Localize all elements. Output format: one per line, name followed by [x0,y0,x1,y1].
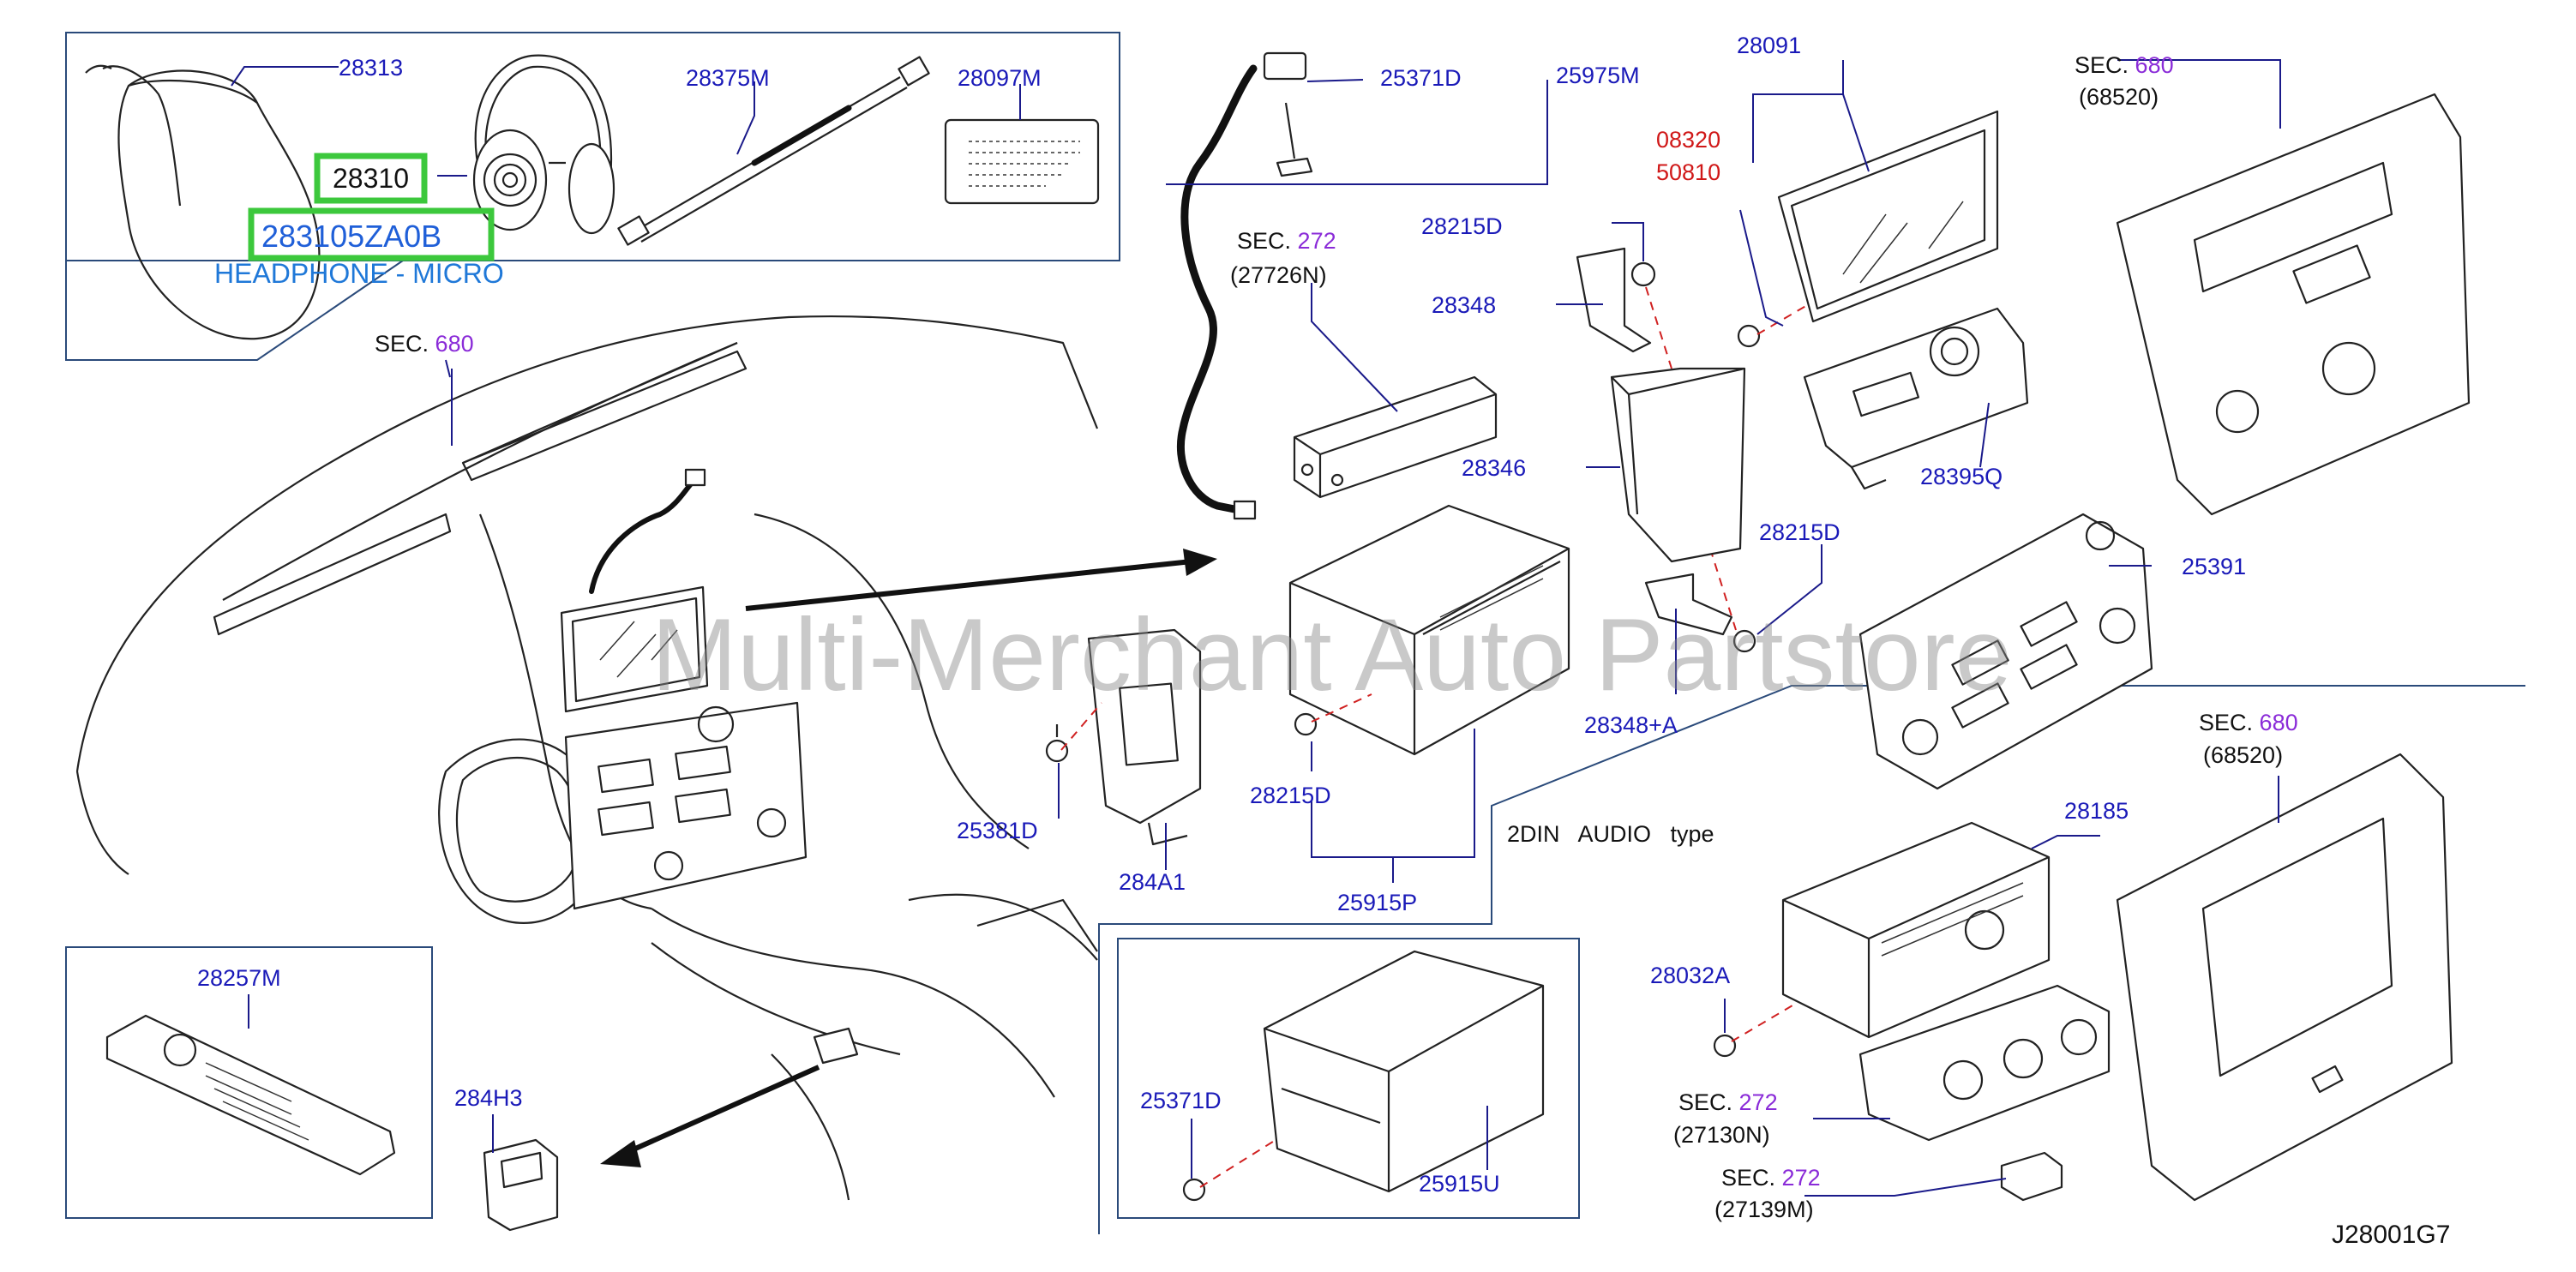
label-283105za0b: 283105ZA0B [261,219,441,254]
label-25381d: 25381D [957,818,1038,843]
audio-unit-25915u-drawing [1263,950,1545,1193]
headphone-inset-frame [65,32,1120,261]
highlight-box-28310 [314,153,428,204]
headphone-drawing [472,54,615,235]
leader-lines [231,59,2281,1197]
label-25915u: 25915U [1419,1171,1500,1197]
label-28032a: 28032A [1650,963,1730,988]
sec-sub-27130n: (27130N) [1673,1122,1770,1148]
sec-sub-27726n: (27726N) [1230,262,1327,288]
label-28185: 28185 [2064,798,2129,824]
finisher-bottom-drawing [2116,753,2453,1202]
highlight-box-283105za0b [248,207,495,261]
screw-drawings [1045,261,1761,1202]
label-headphone-micro: HEADPHONE - MICRO [214,258,504,289]
label-28310: 28310 [333,163,409,194]
audio-2din-inset-frame [1117,938,1580,1219]
part-labels: 28313 28310 283105ZA0B HEADPHONE - MICRO… [197,33,2450,1249]
label-card-drawing [944,118,1100,205]
finisher-top-drawing [2116,93,2471,516]
switch-27139m-drawing [2000,1151,2063,1202]
label-25371d-bottom: 25371D [1140,1088,1222,1113]
module-27726n-drawing [1293,375,1498,499]
display-28091-drawing [1777,110,1999,323]
label-28097m: 28097M [958,65,1042,91]
bracket-284a1-drawing [1087,628,1202,846]
label-2din-audio-type: 2DIN AUDIO type [1507,821,1714,847]
label-28313: 28313 [339,55,403,81]
sec-label-680-dash: SEC. 680 [375,331,474,357]
label-28375m: 28375M [686,65,770,91]
headphone-inset-tail [65,260,404,361]
diagram-code: J28001G7 [2332,1221,2450,1249]
watermark: Multi-Merchant Auto Partstore [652,597,2012,712]
label-28346: 28346 [1462,455,1526,481]
dashboard-drawing [75,315,1099,1201]
label-28257m: 28257M [197,965,281,991]
sec-label-272-heater: SEC. 272 [1678,1089,1778,1115]
label-28215d-c: 28215D [1250,783,1331,808]
callout-arrows [600,549,1217,1167]
label-25391: 25391 [2182,554,2246,579]
label-25371d-top: 25371D [1380,65,1462,91]
sec-sub-68520-top: (68520) [2079,84,2159,110]
label-28348a: 28348+A [1584,712,1678,738]
label-28348: 28348 [1432,292,1496,318]
sec-label-272-switch: SEC. 272 [1721,1165,1821,1191]
label-25975m: 25975M [1556,63,1640,88]
label-08320: 08320 [1656,127,1720,153]
audio-cable-drawing [617,56,930,246]
usb-receptacle-drawing [483,1138,559,1232]
control-28395q-drawing [1803,307,2029,490]
remote-inset-frame [65,946,433,1219]
label-284a1: 284A1 [1119,869,1186,895]
switch-panel-25391-drawing [1858,513,2153,790]
label-50810: 50810 [1656,159,1720,185]
label-28091: 28091 [1737,33,1801,58]
label-25915p: 25915P [1337,890,1417,915]
remote-drawing [105,1014,396,1176]
nav-unit-drawing [1288,504,1570,756]
label-28215d-b: 28215D [1759,519,1840,545]
headphone-pouch-drawing [85,64,321,340]
usb-cable-drawing [1176,51,1313,520]
label-28215d-a: 28215D [1421,213,1503,239]
label-28395q: 28395Q [1920,464,2003,489]
sec-label-680-bottom: SEC. 680 [2199,710,2298,735]
module-28346-drawing [1576,247,1746,636]
heater-control-27130n-drawing [1858,984,2111,1142]
sec-label-680-top: SEC. 680 [2075,52,2174,78]
sec-sub-68520-bottom: (68520) [2203,742,2283,768]
sec-sub-27139m: (27139M) [1714,1197,1814,1222]
sec-label-272-module: SEC. 272 [1237,228,1336,254]
audio-2din-28185-drawing [1781,821,2051,1039]
label-284h3: 284H3 [454,1085,523,1111]
